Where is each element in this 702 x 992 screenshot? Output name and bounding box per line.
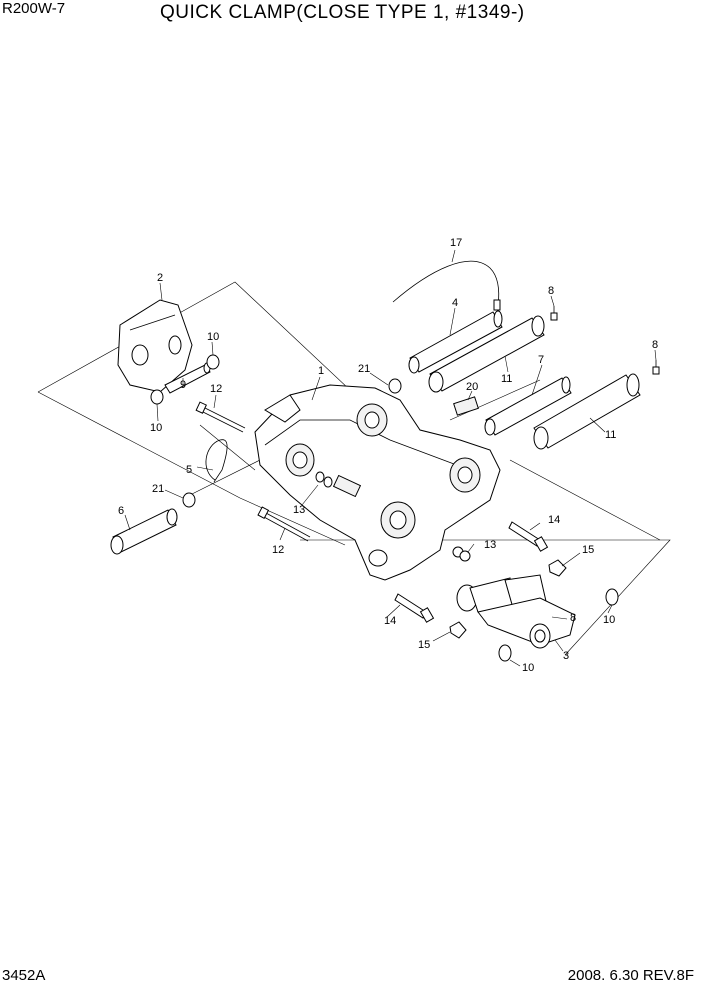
- part-7-pin: [484, 376, 572, 436]
- callout-20: 20: [466, 381, 478, 393]
- callout-21: 21: [152, 483, 164, 495]
- part-14-hose-fitting-upper: [508, 521, 549, 552]
- callout-7: 7: [538, 354, 544, 366]
- part-13-fittings-right: [452, 546, 471, 562]
- part-10-ring-right: [605, 588, 619, 606]
- part-17-wire-connector: [493, 299, 501, 311]
- drawing-code: 3452A: [2, 967, 46, 984]
- part-12-bolt-lower: [257, 506, 311, 542]
- part-20-name-plate: [453, 396, 479, 416]
- part-11-tube-lower: [533, 373, 641, 450]
- part-11-tube-upper: [428, 315, 545, 393]
- callout-14: 14: [548, 514, 560, 526]
- part-4-pin: [408, 310, 503, 374]
- part-14-hose-fitting-lower: [394, 593, 435, 623]
- page-header: R200W-7 QUICK CLAMP(CLOSE TYPE 1, #1349-…: [0, 0, 702, 40]
- part-1-main-body: [254, 384, 501, 581]
- callout-12: 12: [272, 544, 284, 556]
- part-2-bracket: [117, 299, 193, 393]
- callout-21: 21: [358, 363, 370, 375]
- part-17-wire: [392, 260, 500, 307]
- callout-8: 8: [570, 612, 576, 624]
- page-title: QUICK CLAMP(CLOSE TYPE 1, #1349-): [160, 2, 525, 23]
- part-8-grease-nipple-a: [550, 306, 558, 321]
- callout-numbers: 2 10 10 9 12 5 21 6 12 1 21 13 13 17 4 1…: [118, 237, 658, 674]
- callout-8: 8: [652, 339, 658, 351]
- callout-10: 10: [150, 422, 162, 434]
- part-21-ring-lower: [182, 492, 196, 508]
- part-21-ring-upper: [388, 378, 402, 394]
- callout-10: 10: [603, 614, 615, 626]
- part-12-bolt-upper: [195, 401, 246, 433]
- callout-11: 11: [501, 373, 512, 385]
- part-10-ring-bottom: [498, 644, 512, 662]
- part-10-ring-upper: [206, 354, 220, 370]
- part-3-cylinder: [456, 574, 576, 649]
- callout-9: 9: [180, 379, 186, 391]
- part-10-ring-lower: [150, 389, 164, 405]
- leader-lines: [124, 249, 657, 667]
- callout-10: 10: [522, 662, 534, 674]
- callout-8: 8: [548, 285, 554, 297]
- part-5-lock-wire: [205, 439, 228, 483]
- part-13-fittings-body: [315, 471, 333, 488]
- callout-13: 13: [293, 504, 305, 516]
- part-9-pin: [164, 362, 211, 394]
- callout-14: 14: [384, 615, 396, 627]
- callout-3: 3: [563, 650, 569, 662]
- callout-5: 5: [186, 464, 192, 476]
- callout-15: 15: [418, 639, 430, 651]
- callout-6: 6: [118, 505, 124, 517]
- part-15-elbow-upper: [548, 559, 567, 577]
- callout-10: 10: [207, 331, 219, 343]
- part-6-bushing: [110, 508, 178, 555]
- model-number: R200W-7: [2, 0, 66, 17]
- callout-12: 12: [210, 383, 222, 395]
- callout-2: 2: [157, 272, 163, 284]
- callout-4: 4: [452, 297, 458, 309]
- callout-1: 1: [318, 365, 324, 377]
- callout-11: 11: [605, 429, 616, 441]
- part-15-elbow-lower: [449, 621, 467, 639]
- revision-date: 2008. 6.30 REV.8F: [567, 967, 694, 984]
- callout-15: 15: [582, 544, 594, 556]
- callout-13: 13: [484, 539, 496, 551]
- part-8-grease-nipple-b: [652, 360, 660, 375]
- callout-17: 17: [450, 237, 462, 249]
